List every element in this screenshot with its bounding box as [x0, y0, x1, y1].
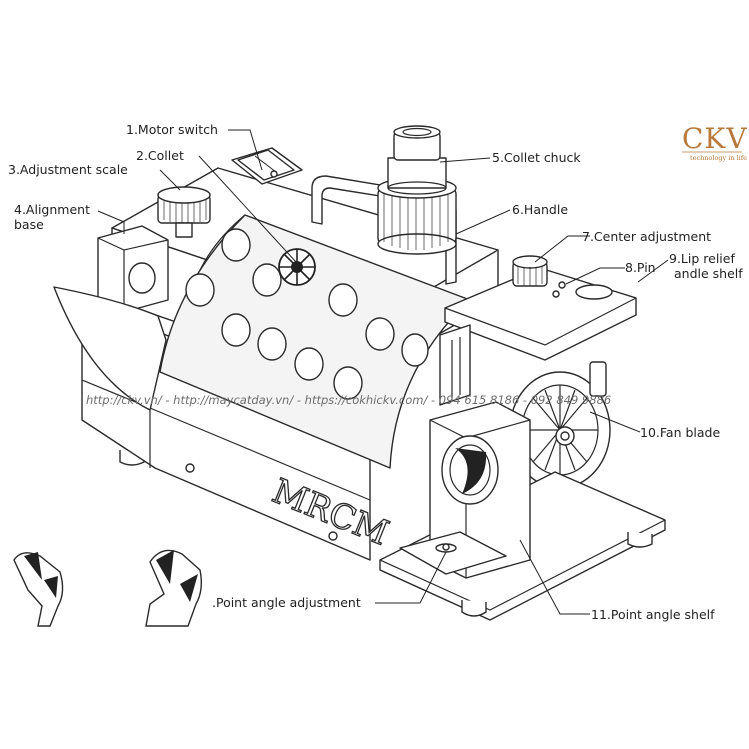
label-alignment-base-line2: base — [14, 217, 44, 232]
label-lip-relief-line1: 9.Lip relief — [669, 251, 735, 266]
collet-holes — [185, 228, 429, 400]
leader-lines — [97, 129, 669, 615]
logo-text: CKV — [682, 122, 748, 155]
label-collet: 2.Collet — [136, 148, 184, 163]
logo-tagline: technology in life — [690, 154, 747, 162]
label-point-angle-adjustment: .Point angle adjustment — [212, 595, 361, 610]
watermark-text: http://ckv.vn/ - http://maycatday.vn/ - … — [86, 393, 611, 407]
label-pin: 8.Pin — [625, 260, 656, 275]
label-fan-blade: 10.Fan blade — [640, 425, 720, 440]
ckv-logo: CKV technology in life — [682, 122, 748, 162]
drill-bit-icon-right — [145, 549, 203, 627]
collet-part — [278, 248, 316, 286]
adjustment-scale-knob — [157, 186, 211, 238]
label-lip-relief-line2: andle shelf — [674, 266, 743, 281]
label-collet-chuck: 5.Collet chuck — [492, 150, 581, 165]
callout-labels: 1.Motor switch 2.Collet 3.Adjustment sca… — [8, 122, 743, 622]
drill-bit-icon-left — [13, 552, 64, 627]
motor-switch-part — [231, 147, 303, 185]
label-motor-switch: 1.Motor switch — [126, 122, 218, 137]
label-adjustment-scale: 3.Adjustment scale — [8, 162, 128, 177]
label-handle: 6.Handle — [512, 202, 568, 217]
fan-wheel — [509, 361, 611, 489]
collet-chuck-part — [377, 125, 457, 255]
grinder-machine: MRCM — [53, 125, 666, 621]
label-point-angle-shelf: 11.Point angle shelf — [591, 607, 715, 622]
center-adjustment-knob — [512, 255, 548, 287]
label-center-adjustment: 7.Center adjustment — [582, 229, 711, 244]
label-alignment-base-line1: 4.Alignment — [14, 202, 90, 217]
